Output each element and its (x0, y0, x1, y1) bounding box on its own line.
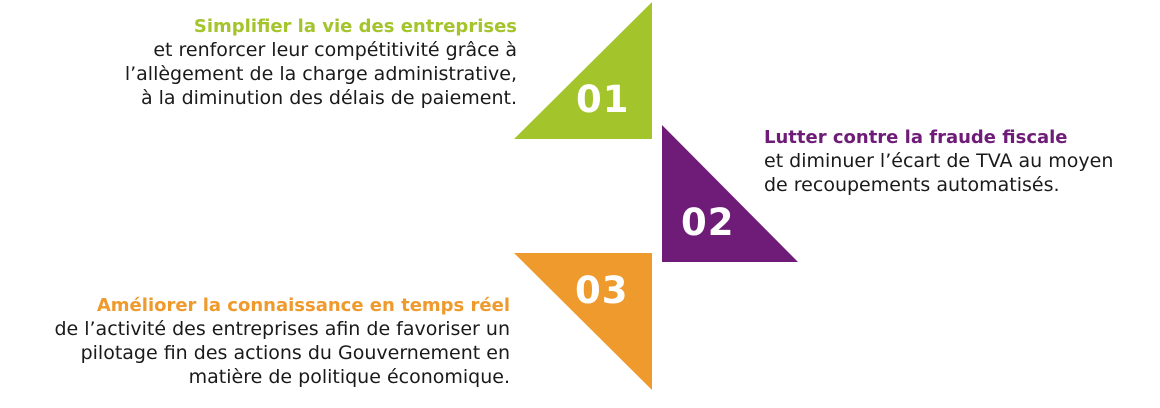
objective-01-line-3: à la diminution des délais de paiement. (140, 87, 517, 109)
number-02: 02 (681, 201, 735, 244)
objective-02-line-1: et diminuer l’écart de TVA au moyen (764, 150, 1114, 172)
number-01: 01 (576, 78, 630, 121)
objective-03-line-1: de l’activité des entreprises afin de fa… (54, 318, 510, 340)
objective-01-line-2: l’allègement de la charge administrative… (124, 63, 517, 85)
objective-02-title: Lutter contre la fraude fiscale (764, 127, 1068, 148)
objective-03-line-2: pilotage fin des actions du Gouvernement… (80, 342, 510, 364)
objective-02-line-2: de recoupements automatisés. (764, 174, 1060, 196)
triangle-01 (514, 2, 652, 139)
objective-03: Améliorer la connaissance en temps réel … (54, 295, 510, 389)
objective-02: Lutter contre la fraude fiscale et dimin… (764, 127, 1113, 197)
triangle-02 (662, 125, 798, 262)
objective-01-title: Simplifier la vie des entreprises (193, 16, 517, 37)
objective-01-line-1: et renforcer leur compétitivité grâce à (153, 39, 517, 61)
triangle-03 (514, 253, 652, 390)
number-03: 03 (575, 269, 629, 312)
objective-03-title: Améliorer la connaissance en temps réel (96, 295, 510, 316)
objective-03-line-3: matière de politique économique. (188, 366, 510, 388)
objective-01: Simplifier la vie des entreprises et ren… (125, 16, 517, 110)
